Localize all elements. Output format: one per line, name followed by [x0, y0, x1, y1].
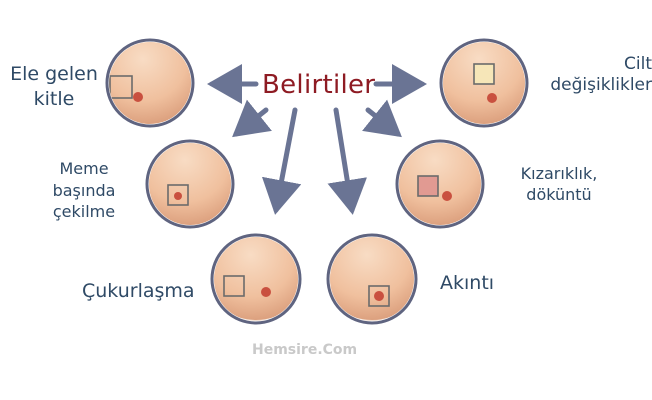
arrow-to-redness-rash — [362, 99, 402, 138]
arrow-to-nipple-retraction — [232, 99, 272, 138]
illustration-palpable-lump — [105, 38, 195, 128]
label-skin-changes: Cilt değişiklikler — [550, 54, 652, 96]
arrow-to-discharge — [327, 107, 368, 215]
watermark: Hemsire.Com — [252, 342, 358, 358]
label-redness-rash: Kızarıklık, döküntü — [520, 164, 598, 204]
illustration-dimpling — [210, 233, 302, 325]
diagram-title: Belirtiler — [262, 70, 376, 100]
illustration-nipple-retraction — [145, 139, 235, 229]
label-palpable-lump: Ele gelen kitle — [10, 63, 98, 110]
arrows — [207, 64, 427, 215]
illustration-redness-rash — [395, 139, 485, 229]
arrow-to-dimpling — [261, 107, 302, 215]
illustration-discharge — [326, 233, 418, 325]
label-discharge: Akıntı — [440, 272, 495, 294]
label-nipple-retraction: Meme başında çekilme — [52, 159, 116, 222]
illustration-skin-changes — [439, 38, 529, 128]
label-dimpling: Çukurlaşma — [82, 280, 195, 302]
